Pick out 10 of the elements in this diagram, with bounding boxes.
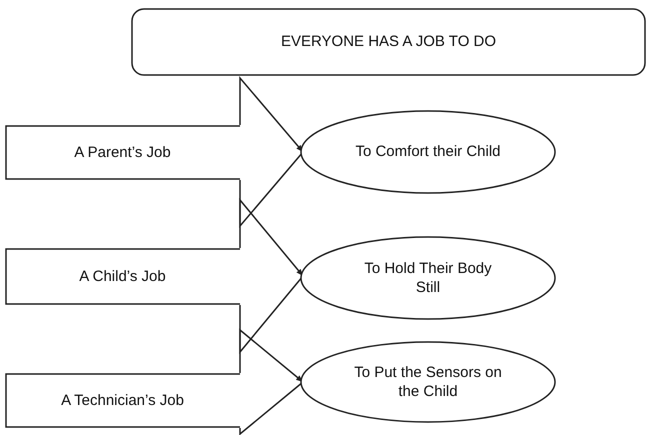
block-arrow-head — [239, 76, 304, 228]
arrow-label: A Technician’s Job — [61, 390, 184, 410]
ellipse-label: To Put the Sensors on the Child — [353, 362, 503, 402]
ellipse-label: To Hold Their Body Still — [363, 258, 493, 298]
title-text: EVERYONE HAS A JOB TO DO — [280, 32, 496, 52]
arrow-label: A Child’s Job — [79, 266, 166, 286]
arrow-label: A Parent’s Job — [74, 142, 171, 162]
block-arrow-head — [239, 328, 304, 435]
block-arrow-head — [239, 198, 304, 354]
ellipse-label: To Comfort their Child — [355, 142, 501, 162]
